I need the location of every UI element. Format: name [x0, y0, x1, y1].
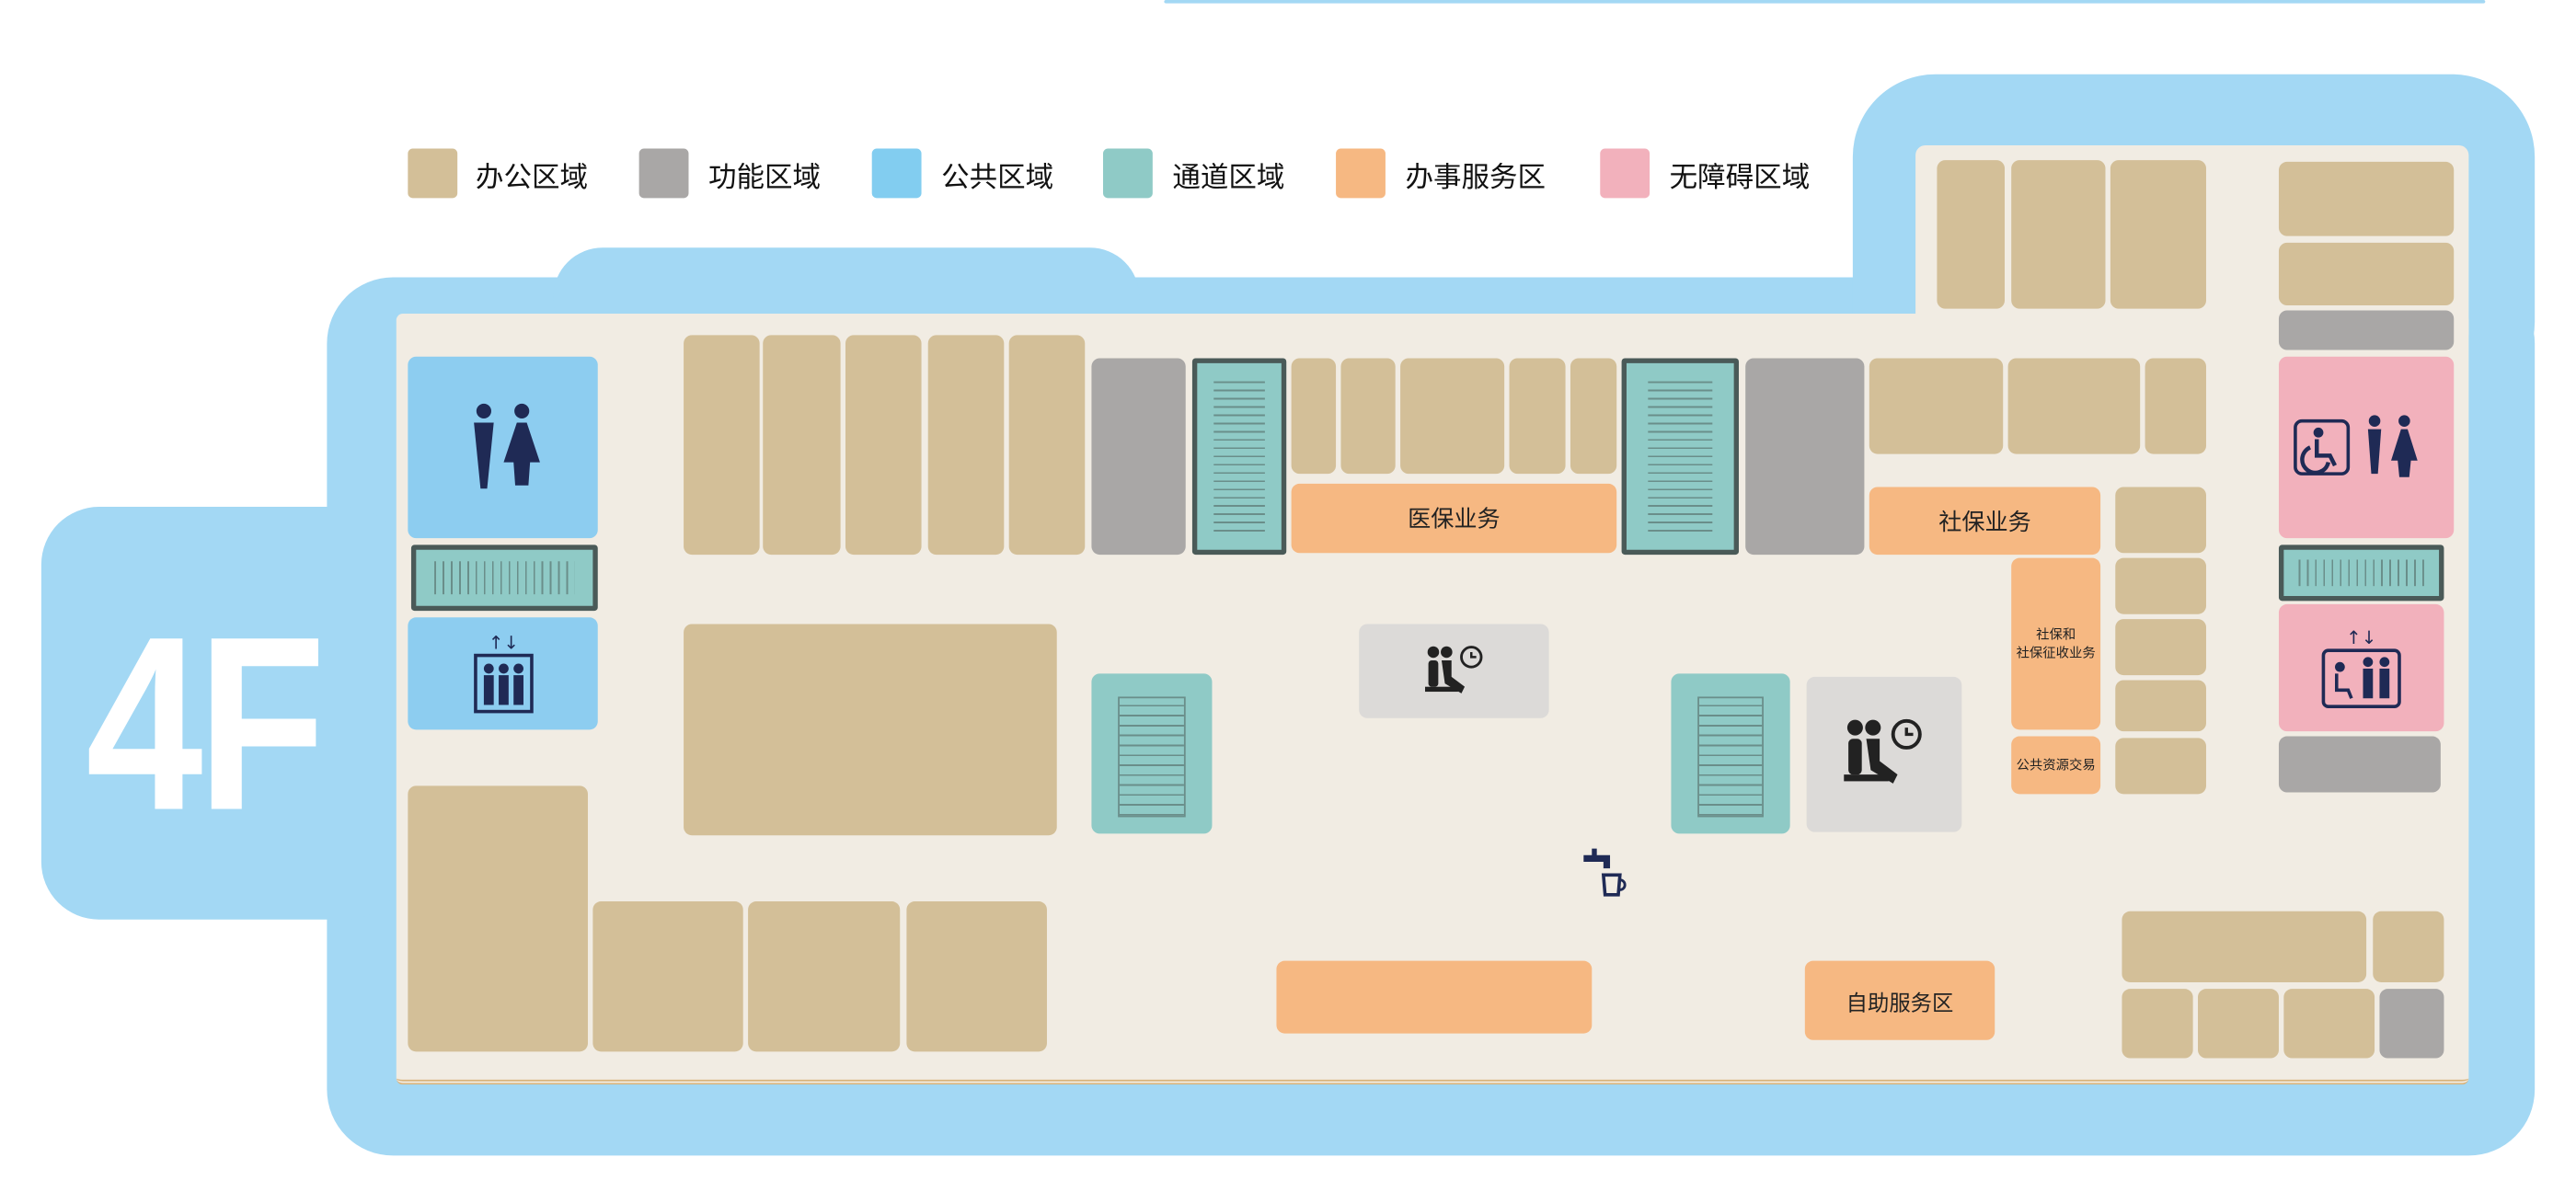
social-collection-area: 社保和 社保征收业务 [2011, 557, 2101, 730]
function-room [2278, 310, 2455, 350]
escalator-icon [1091, 673, 1213, 834]
legend-label-service: 办事服务区 [1405, 161, 1547, 195]
stairs-icon [410, 544, 598, 612]
office-room [1400, 358, 1505, 475]
legend-swatch-public [871, 148, 922, 199]
office-room [684, 335, 760, 556]
office-room [1291, 358, 1337, 475]
office-room [2115, 487, 2206, 554]
office-room [2110, 160, 2206, 309]
floor-label: 4F [86, 584, 326, 862]
legend-swatch-service [1336, 148, 1386, 199]
office-room [2198, 989, 2279, 1059]
waiting-area-icon [1844, 718, 1922, 784]
waiting-area [1359, 624, 1549, 718]
waiting-area [1806, 676, 1962, 832]
stairs-icon [1191, 358, 1287, 556]
social-collection-label-2: 社保征收业务 [2016, 645, 2096, 660]
office-room [845, 335, 922, 556]
office-room [2011, 160, 2106, 309]
office-room [2145, 358, 2206, 454]
function-room [1745, 358, 1865, 556]
service-counter [1276, 960, 1593, 1034]
stairs-icon [2278, 544, 2444, 602]
accessible-restroom [2278, 356, 2455, 539]
self-service-area: 自助服务区 [1804, 960, 1995, 1040]
water-dispenser-icon [1583, 848, 1627, 897]
office-room [1340, 358, 1396, 475]
office-room [1008, 335, 1086, 556]
social-insurance-area: 社保业务 [1869, 487, 2101, 556]
office-room [408, 785, 588, 1052]
office-room [2373, 911, 2444, 982]
office-room [2115, 738, 2206, 795]
office-room [2278, 242, 2455, 306]
escalator-icon [1671, 673, 1790, 834]
public-resource-trading-area: 公共资源交易 [2011, 736, 2101, 795]
accessible-elevator: ↑↓ [2278, 603, 2444, 732]
office-room [763, 335, 841, 556]
legend-label-public: 公共区域 [941, 161, 1054, 195]
office-room [1509, 358, 1566, 475]
legend-swatch-passage [1102, 148, 1153, 199]
legend-label-passage: 通道区域 [1172, 161, 1285, 195]
svg-text:↑↓: ↑↓ [488, 632, 518, 653]
social-collection-label-1: 社保和 [2036, 627, 2076, 643]
map-edge [1164, 0, 2486, 4]
accessible-icon [2294, 415, 2418, 477]
legend-swatch-accessible [1600, 148, 1650, 199]
office-room [1937, 160, 2006, 309]
legend-label-function: 功能区域 [708, 161, 822, 195]
elevator-icon: ↑↓ [2321, 626, 2401, 708]
office-room [2115, 619, 2206, 676]
office-room [2115, 557, 2206, 614]
legend-swatch-office [408, 148, 458, 199]
office-room [2007, 358, 2141, 454]
legend-label-office: 办公区域 [475, 161, 588, 195]
waiting-area-icon [1424, 645, 1482, 693]
office-room [906, 901, 1047, 1052]
office-room [1570, 358, 1617, 475]
function-room [1091, 358, 1186, 556]
elevator-icon: ↑↓ [473, 632, 533, 714]
office-room [2283, 989, 2375, 1059]
floor-outline-left [40, 507, 405, 920]
svg-text:↑↓: ↑↓ [2346, 626, 2376, 648]
office-room [1869, 358, 2004, 454]
legend-label-accessible: 无障碍区域 [1669, 161, 1811, 195]
office-room [927, 335, 1005, 556]
function-room [2278, 736, 2441, 793]
stairs-icon [1621, 358, 1740, 556]
public-restroom [408, 356, 598, 539]
legend-swatch-function [638, 148, 689, 199]
function-room [2379, 989, 2444, 1059]
office-room [748, 901, 901, 1052]
restroom-icon [473, 403, 540, 489]
public-elevator: ↑↓ [408, 617, 598, 730]
office-room [2278, 161, 2455, 236]
office-room [2122, 989, 2193, 1059]
medical-insurance-area: 医保业务 [1291, 483, 1617, 554]
office-room [592, 901, 743, 1052]
office-room [2122, 911, 2367, 982]
office-room [684, 624, 1057, 836]
office-room [2115, 680, 2206, 732]
